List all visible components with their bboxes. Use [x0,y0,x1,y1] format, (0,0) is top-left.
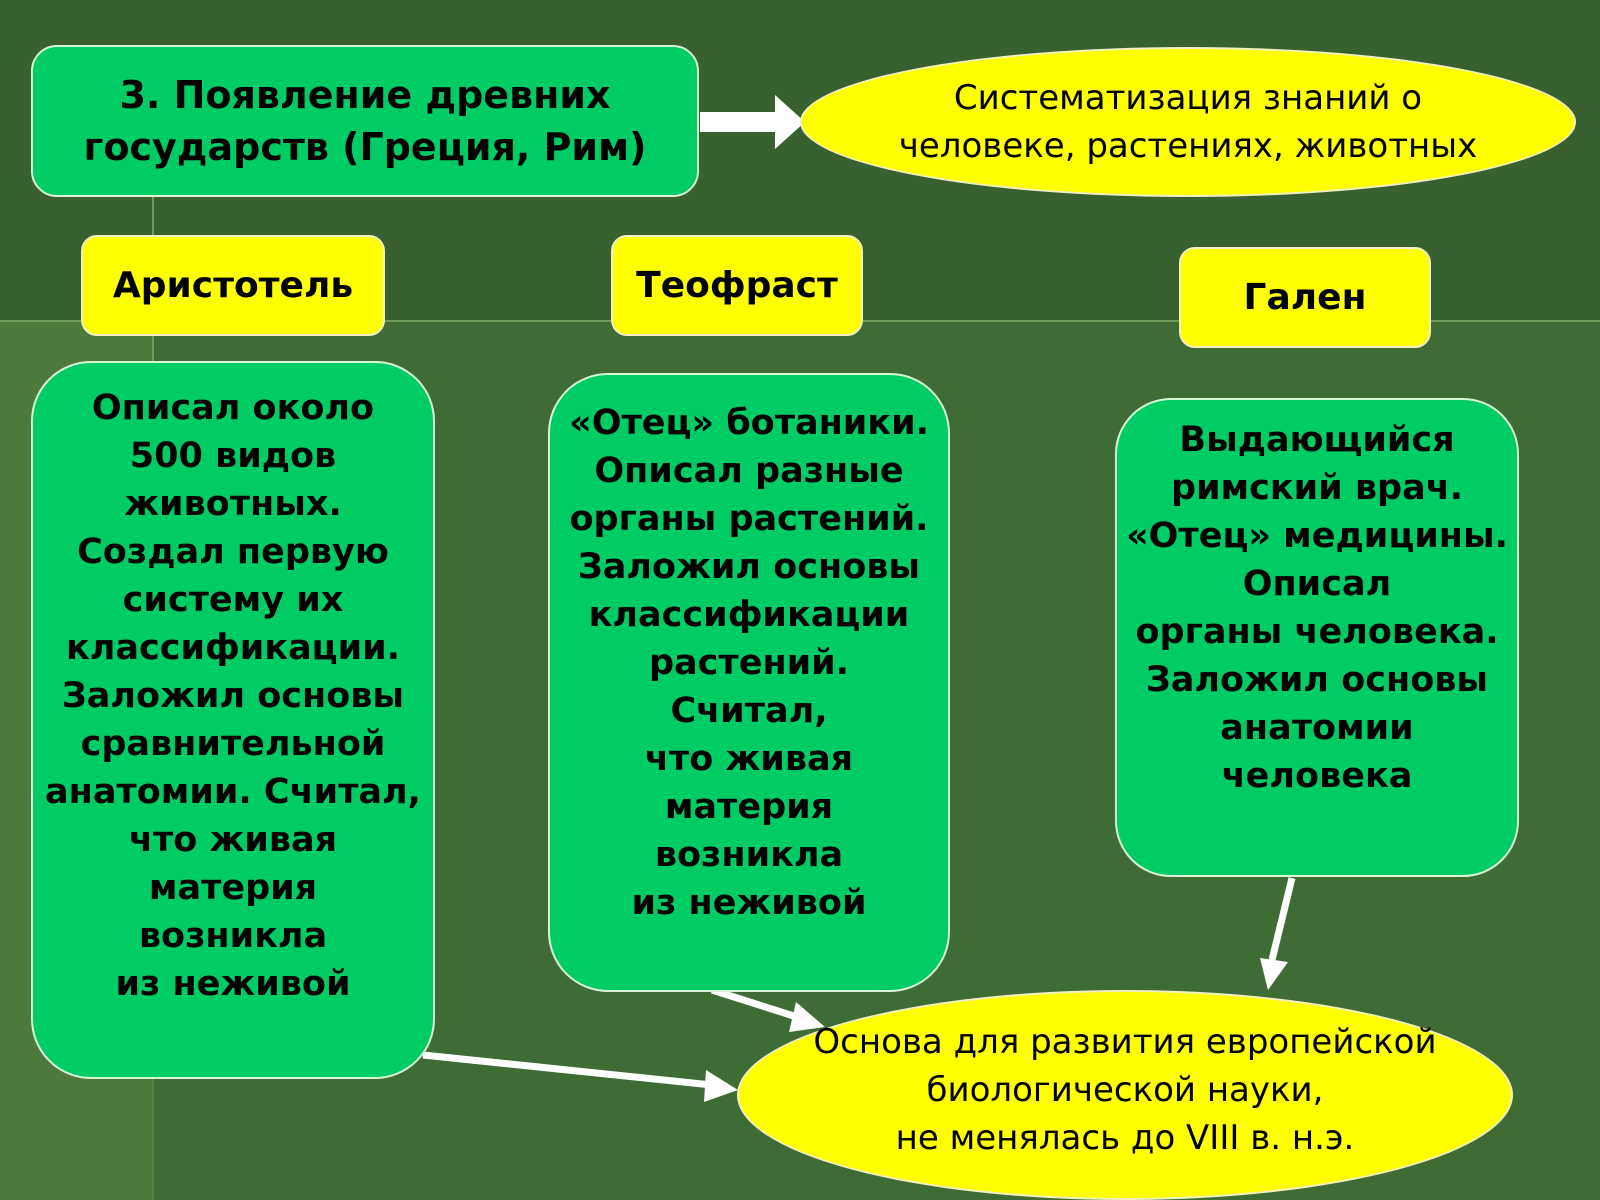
arrow-title-to-systematization [700,95,805,149]
arrow-galen-to-conclusion-shaft [1268,877,1296,961]
scientist-name-galen: Гален [1179,247,1431,348]
conclusion-ellipse: Основа для развития европейской биологич… [737,990,1513,1200]
title-box: 3. Появление древних государств (Греция,… [31,45,699,197]
scientist-name-aristotle: Аристотель [81,235,385,336]
scientist-name-theophrastus: Теофраст [611,235,863,336]
arrow-aristotle-to-conclusion-shaft [422,1051,713,1089]
scientist-description-galen: Выдающийся римский врач. «Отец» медицины… [1115,398,1519,877]
arrow-aristotle-to-conclusion-head [704,1070,738,1102]
arrow-galen-to-conclusion-head [1260,958,1288,990]
systematization-ellipse: Систематизация знаний о человеке, растен… [800,47,1576,197]
arrow-theophrastus-to-conclusion-shaft [710,986,802,1022]
scientist-description-theophrastus: «Отец» ботаники. Описал разные органы ра… [548,373,950,992]
scientist-description-aristotle: Описал около 500 видов животных. Создал … [31,361,435,1079]
